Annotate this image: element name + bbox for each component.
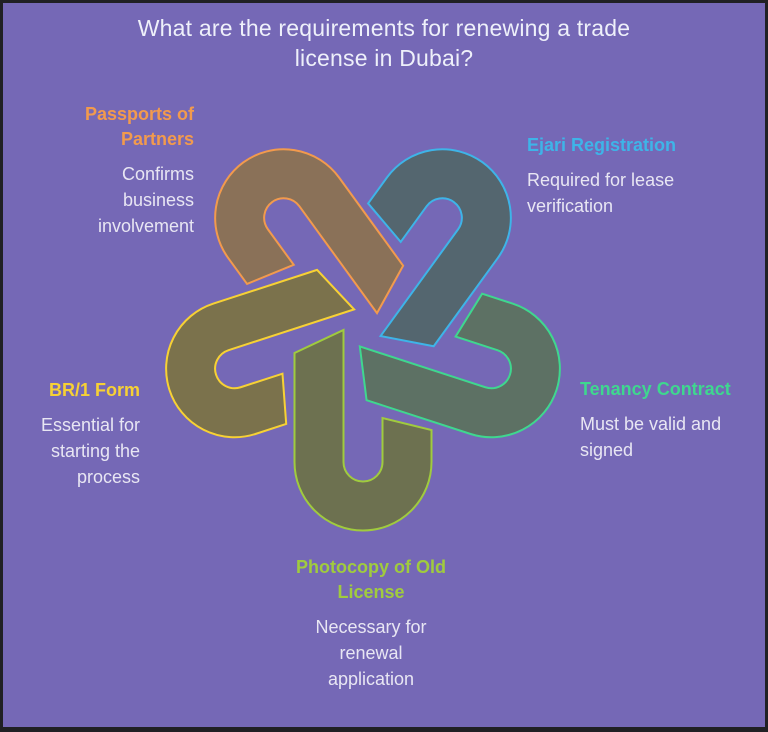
label-heading-tenancy: Tenancy Contract [580,379,731,399]
label-br1-form: BR/1 Form Essential for starting the pro… [3,378,140,490]
pinwheel-knot-graphic [165,148,561,532]
label-description-tenancy: Must be valid and signed [580,414,722,460]
knot-arm-br1 [165,268,356,439]
label-description-passports: Confirms business involvement [97,164,194,236]
label-description-br1: Essential for starting the process [40,415,140,487]
knot-arm-tenancy [358,292,561,439]
label-description-ejari: Required for lease verification [527,170,675,216]
knot-arm-photocopy [293,328,433,532]
knot-arm-ejari [366,148,512,348]
label-heading-ejari: Ejari Registration [527,135,677,155]
label-heading-photocopy: Photocopy of Old License [296,557,446,602]
label-photocopy-of-old-license: Photocopy of Old License Necessary for r… [275,555,467,692]
label-heading-passports: Passports of Partners [84,104,194,149]
page-title: What are the requirements for renewing a… [137,15,631,71]
label-passports-of-partners: Passports of Partners Confirms business … [14,102,194,239]
label-heading-br1: BR/1 Form [48,380,140,400]
knot-arm-passports [214,148,405,315]
label-tenancy-contract: Tenancy Contract Must be valid and signe… [580,377,760,463]
label-description-photocopy: Necessary for renewal application [315,617,427,689]
label-ejari-registration: Ejari Registration Required for lease ve… [527,133,713,219]
